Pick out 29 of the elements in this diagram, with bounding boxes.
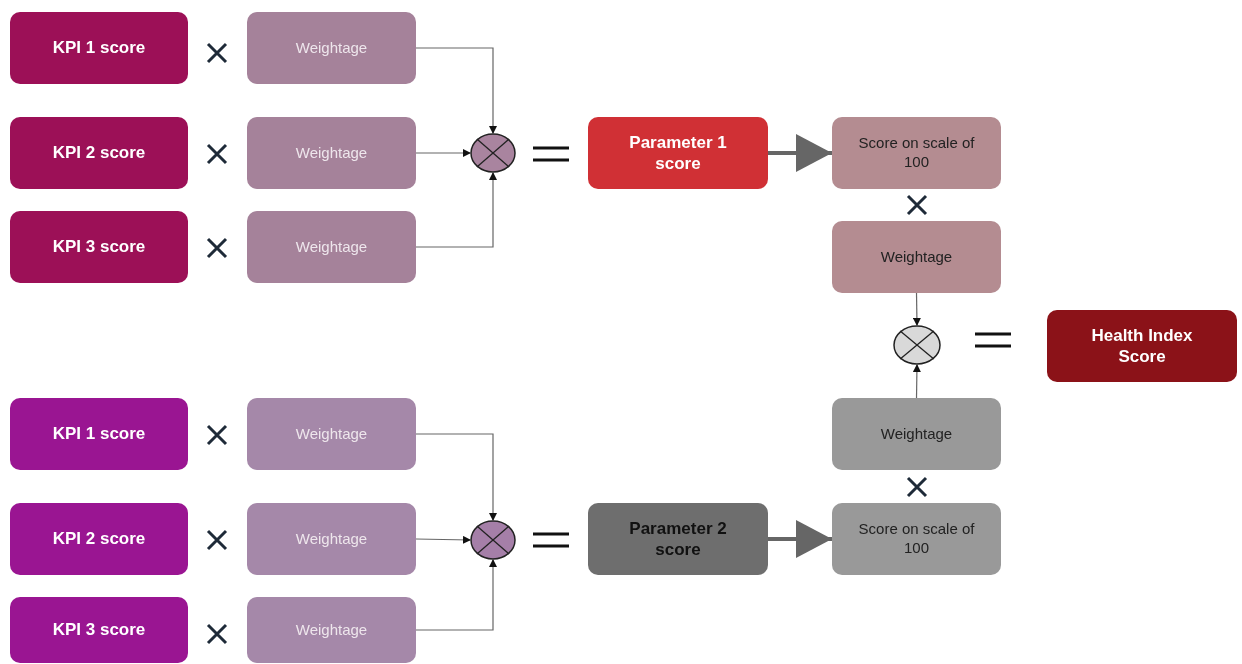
score-box: KPI 2 score [10,117,188,189]
scale-box: Weightage [832,221,1001,293]
arrow [912,364,921,399]
arrow [912,292,921,326]
score-box: KPI 2 score [10,503,188,575]
arrow [415,559,497,631]
result-box: Health Index Score [1047,310,1237,382]
scale-box: Score on scale of 100 [832,117,1001,189]
arrow [415,172,497,248]
weight-box: Weightage [247,503,416,575]
score-box: KPI 1 score [10,12,188,84]
weight-box: Weightage [247,117,416,189]
arrow [415,535,471,544]
weight-box: Weightage [247,597,416,663]
scale-box: Weightage [832,398,1001,470]
result-box: Parameter 2 score [588,503,768,575]
weight-box: Weightage [247,398,416,470]
weight-box: Weightage [247,211,416,283]
score-box: KPI 1 score [10,398,188,470]
triangle-arrow [768,520,832,558]
arrow [415,47,497,134]
triangle-arrow [768,134,832,172]
score-box: KPI 3 score [10,211,188,283]
scale-box: Score on scale of 100 [832,503,1001,575]
result-box: Parameter 1 score [588,117,768,189]
arrow [415,149,471,157]
weight-box: Weightage [247,12,416,84]
arrow [415,433,497,521]
score-box: KPI 3 score [10,597,188,663]
